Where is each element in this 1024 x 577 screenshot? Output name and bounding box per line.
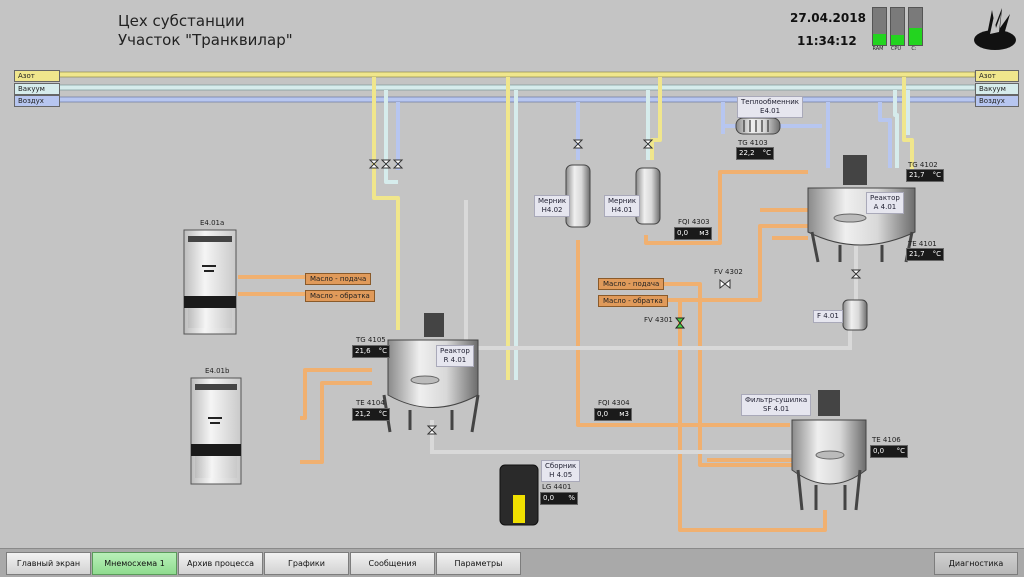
nav-messages-button[interactable]: Сообщения	[350, 552, 435, 575]
tg4103-value: 22,2°C	[736, 147, 774, 160]
fqi4304-name: FQI 4304	[598, 399, 630, 407]
nav-diagnostics-button[interactable]: Диагностика	[934, 552, 1018, 575]
process-diagram	[54, 71, 976, 532]
te4104-name: TE 4104	[356, 399, 385, 407]
air-line-label-left: Воздух	[14, 95, 60, 107]
te4106-name: TE 4106	[872, 436, 901, 444]
te4106-value: 0,0°C	[870, 445, 908, 458]
disk-label: C:	[911, 46, 917, 52]
nav-params-button[interactable]: Параметры	[436, 552, 521, 575]
e401b-label: E4.01b	[205, 367, 230, 375]
nav-charts-button[interactable]: Графики	[264, 552, 349, 575]
cpu-gauge	[890, 7, 905, 46]
nav-archive-button[interactable]: Архив процесса	[178, 552, 263, 575]
te4101-value: 21,7°C	[906, 248, 944, 261]
ram-gauge	[872, 7, 887, 46]
air-line-label-right: Воздух	[975, 95, 1019, 107]
tg4102-name: TG 4102	[908, 161, 938, 169]
oil-supply-label-b[interactable]: Масло - подача	[598, 278, 665, 290]
te4104-value: 21,2°C	[352, 408, 390, 421]
vacuum-line-label-right: Вакуум	[975, 83, 1019, 95]
tg4102-value: 21,7°C	[906, 169, 944, 182]
time-display: 11:34:12	[797, 34, 857, 48]
oil-return-label-b[interactable]: Масло - обратка	[598, 295, 668, 307]
company-logo-icon	[974, 8, 1016, 50]
lg4401-value: 0,0%	[540, 492, 578, 505]
cpu-label: CPU	[890, 46, 902, 52]
section-title: Участок "Транквилар"	[118, 31, 293, 49]
collector-h405-label[interactable]: Сборник H 4.05	[541, 460, 581, 482]
tg4103-name: TG 4103	[738, 139, 768, 147]
nav-mnemo-button[interactable]: Мнемосхема 1	[92, 552, 177, 575]
valve-fv4301-label: FV 4301	[644, 316, 673, 324]
meter-h401-label[interactable]: Мерник H4.01	[604, 195, 641, 217]
valve-fv4302-label: FV 4302	[714, 268, 743, 276]
ram-label: RAM	[872, 46, 884, 52]
heat-exchanger-label[interactable]: Теплообменник E4.01	[737, 96, 804, 118]
workshop-title: Цех субстанции	[118, 12, 245, 30]
te4101-name: TE 4101	[908, 240, 937, 248]
lg4401-name: LG 4401	[542, 483, 572, 491]
nitrogen-line-label-right: Азот	[975, 70, 1019, 82]
filter-f401-label[interactable]: F 4.01	[813, 310, 843, 323]
meter-h402-label[interactable]: Мерник H4.02	[534, 195, 571, 217]
fqi4303-name: FQI 4303	[678, 218, 710, 226]
oil-supply-label-a[interactable]: Масло - подача	[305, 273, 372, 285]
bottom-nav-bar: Главный экран Мнемосхема 1 Архив процесс…	[0, 548, 1024, 577]
tg4105-name: TG 4105	[356, 336, 386, 344]
reactor-a401-label[interactable]: Реактор A 4.01	[866, 192, 904, 214]
reactor-r401-label[interactable]: Реактор R 4.01	[436, 345, 474, 367]
date-display: 27.04.2018	[790, 11, 866, 25]
nav-main-screen-button[interactable]: Главный экран	[6, 552, 91, 575]
filter-dryer-label[interactable]: Фильтр-сушилка SF 4.01	[741, 394, 812, 416]
vacuum-line-label-left: Вакуум	[14, 83, 60, 95]
page-title: Цех субстанции Участок "Транквилар"	[118, 12, 293, 50]
disk-gauge	[908, 7, 923, 46]
nitrogen-line-label-left: Азот	[14, 70, 60, 82]
tg4105-value: 21,6°C	[352, 345, 390, 358]
oil-return-label-a[interactable]: Масло - обратка	[305, 290, 375, 302]
e401a-label: E4.01a	[200, 219, 225, 227]
